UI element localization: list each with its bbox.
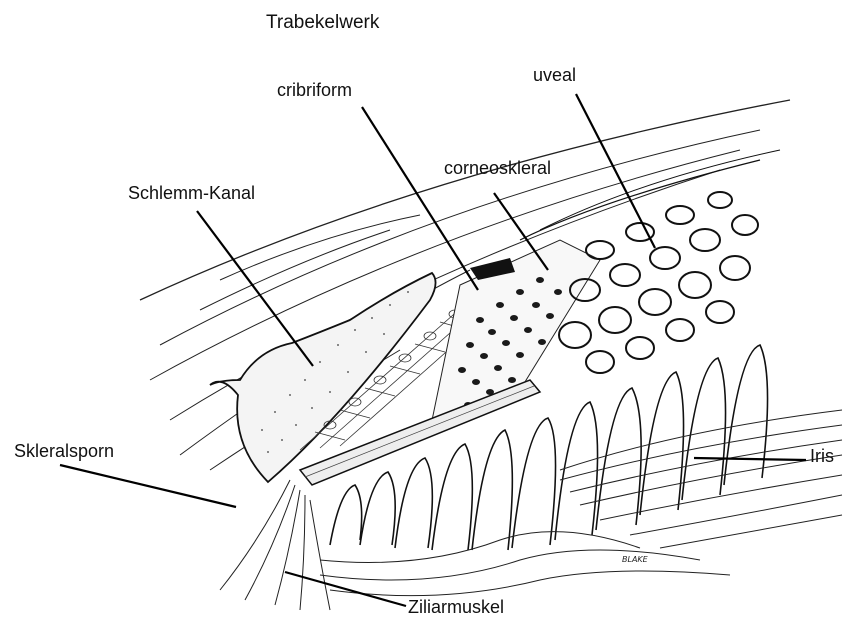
schlemm-canal-drawing (210, 273, 436, 482)
ciliary-muscle (220, 480, 730, 610)
label-ziliarmuskel: Ziliarmuskel (408, 598, 504, 616)
label-cribriform: cribriform (277, 81, 352, 99)
label-iris: Iris (810, 447, 834, 465)
artist-signature: BLAKE (622, 555, 649, 564)
leader-uveal (576, 94, 655, 248)
leader-skleralsporn (60, 465, 236, 507)
label-schlemm-kanal: Schlemm-Kanal (128, 184, 255, 202)
leader-ziliarmuskel (285, 572, 406, 606)
label-corneoskleral: corneoskleral (444, 159, 551, 177)
leader-iris (694, 458, 806, 460)
leader-lines (60, 94, 806, 606)
leader-schlemm (197, 211, 313, 366)
leader-cribriform (362, 107, 478, 290)
diagram-title: Trabekelwerk (266, 13, 379, 32)
label-skleralsporn: Skleralsporn (14, 442, 114, 460)
label-uveal: uveal (533, 66, 576, 84)
svg-text:BLAKE: BLAKE (622, 555, 649, 564)
